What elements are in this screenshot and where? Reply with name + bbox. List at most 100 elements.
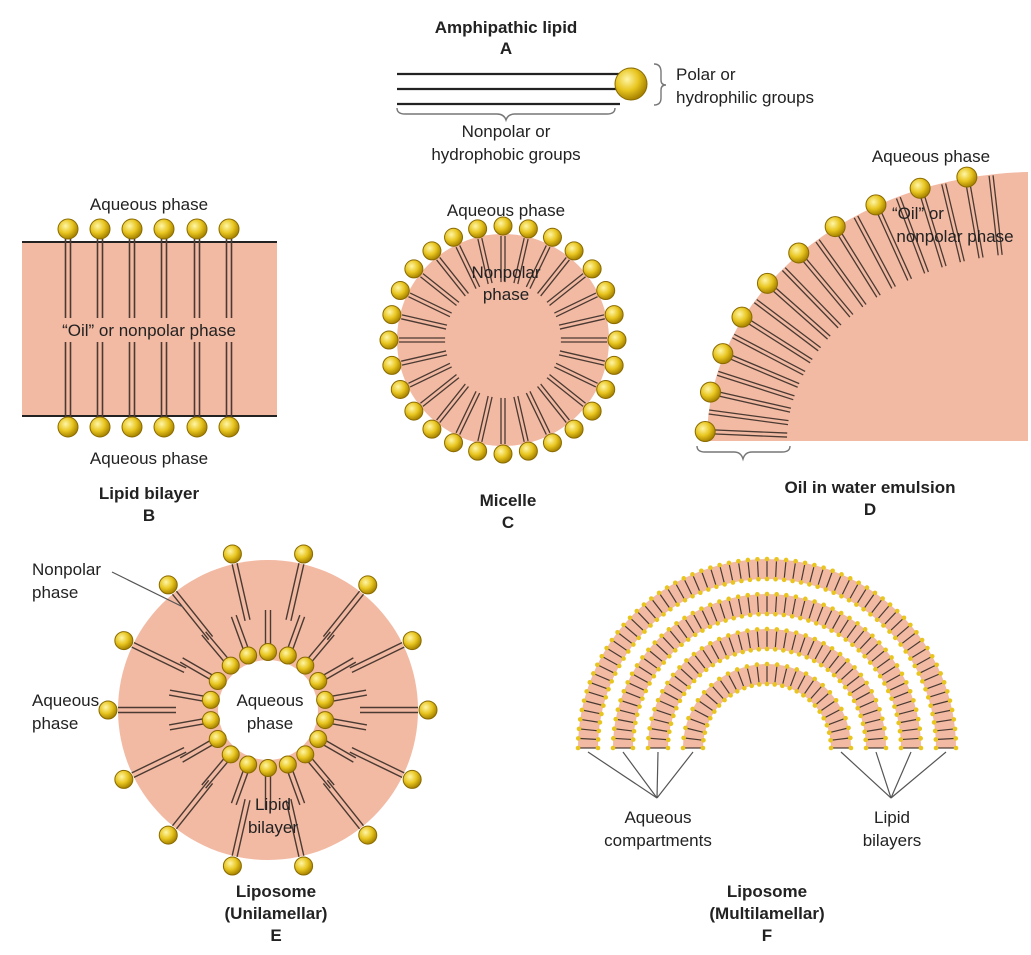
lipid-head — [647, 681, 652, 686]
lipid-head — [732, 652, 738, 657]
lipid-head — [672, 648, 678, 653]
lipid-head — [868, 612, 873, 617]
lipid-head — [379, 330, 399, 350]
lipid-head — [596, 379, 616, 399]
lipid-head — [652, 640, 658, 645]
lipid-head — [390, 379, 410, 399]
bilayer-top-aqueous-label: Aqueous phase — [90, 195, 208, 214]
lipid-head — [784, 628, 789, 633]
lipid-head — [812, 636, 818, 642]
lipid-tail — [864, 718, 881, 724]
lipid-tail — [651, 728, 668, 732]
lipid-tail — [322, 783, 361, 830]
lipid-head — [877, 707, 882, 712]
lipid-head — [722, 582, 727, 587]
lipid-head — [208, 672, 227, 690]
lipid-tail — [618, 633, 633, 644]
lipid-tail — [687, 727, 704, 733]
lipid-head — [794, 667, 800, 672]
lipid-head — [691, 651, 697, 657]
lipid-head — [714, 584, 719, 590]
lipid-head — [604, 645, 609, 651]
lipid-tail — [322, 590, 361, 637]
lipid-head — [931, 720, 937, 725]
lipid-head — [668, 721, 674, 726]
lipid-head — [627, 615, 633, 621]
panel-e-subtitle: (Unilamellar) — [225, 904, 328, 923]
lipid-tail — [937, 728, 954, 732]
lipid-tail — [945, 183, 965, 262]
lipid-tail — [702, 649, 713, 664]
multilamellar-bilayer-4 — [683, 664, 851, 748]
lipid-head — [382, 305, 402, 325]
multilamellar-bilayer-label-line2: bilayers — [863, 831, 922, 850]
lipid-head — [872, 590, 878, 596]
lipid-head — [640, 655, 645, 660]
nonpolar-label-line1: Nonpolar or — [462, 122, 551, 141]
lipid-head — [787, 685, 792, 691]
panel-b-lipid-bilayer: Aqueous phase “Oil” or nonpolar phase Aq… — [22, 195, 277, 525]
panel-f-subtitle: (Multilamellar) — [709, 904, 824, 923]
lipid-head — [716, 636, 722, 642]
lipid-tail — [817, 569, 824, 586]
lipid-head — [956, 166, 978, 188]
lipid-head — [708, 641, 713, 646]
lipid-head — [907, 689, 913, 694]
lipid-tail — [783, 561, 787, 578]
lipid-head — [468, 441, 488, 461]
lipid-tail — [968, 178, 984, 258]
lipid-head — [518, 441, 538, 461]
lipid-head — [880, 716, 885, 722]
aqueous-pointer-4 — [656, 751, 694, 799]
lipid-head — [947, 698, 953, 703]
lipid-tail — [231, 798, 246, 856]
lipid-head — [683, 725, 688, 731]
lipid-head — [717, 562, 722, 568]
lipid-tail — [867, 737, 884, 741]
lipid-tail — [585, 700, 602, 706]
panel-c-letter: C — [502, 513, 514, 532]
lipid-tail — [753, 302, 819, 352]
lipid-tail — [171, 593, 210, 641]
lipid-tail — [756, 596, 760, 613]
lipid-tail — [326, 593, 365, 641]
lipid-head — [883, 647, 888, 653]
lipid-head — [892, 704, 897, 709]
micelle-center — [445, 282, 561, 398]
lipid-head — [699, 568, 704, 574]
lipid-head — [57, 218, 79, 240]
lipid-tail — [992, 175, 1003, 255]
lipid-head — [239, 755, 258, 774]
lipid-head — [843, 637, 849, 642]
lipid-tail — [175, 590, 214, 637]
lipid-head — [208, 730, 227, 748]
lipid-head — [218, 416, 240, 438]
lipid-head — [390, 281, 410, 301]
lipid-tail — [853, 630, 865, 644]
lipid-head — [595, 737, 601, 742]
lipid-head — [706, 587, 711, 592]
lipid-tail — [865, 643, 879, 656]
lipid-tail — [896, 625, 910, 638]
lipid-tail — [171, 779, 210, 827]
lipid-head — [309, 672, 328, 690]
lipid-head — [647, 726, 652, 731]
lipid-head — [780, 648, 786, 653]
lipid-tail — [756, 298, 822, 349]
lipid-tail — [927, 682, 943, 690]
lipid-head — [774, 627, 780, 632]
lipid-head — [817, 709, 822, 714]
panel-b-letter: B — [143, 506, 155, 525]
lipid-tail — [707, 428, 788, 434]
lipid-head — [654, 617, 660, 623]
lipid-tail — [846, 624, 857, 639]
lipid-head — [564, 419, 584, 439]
lipid-tail — [655, 643, 669, 656]
lipid-head — [358, 575, 378, 595]
lipid-head — [652, 707, 657, 712]
lipid-head — [677, 665, 682, 670]
lipid-head — [595, 745, 601, 751]
lipid-tail — [815, 241, 864, 308]
lipid-head — [690, 593, 695, 599]
lipid-tail — [833, 575, 842, 592]
